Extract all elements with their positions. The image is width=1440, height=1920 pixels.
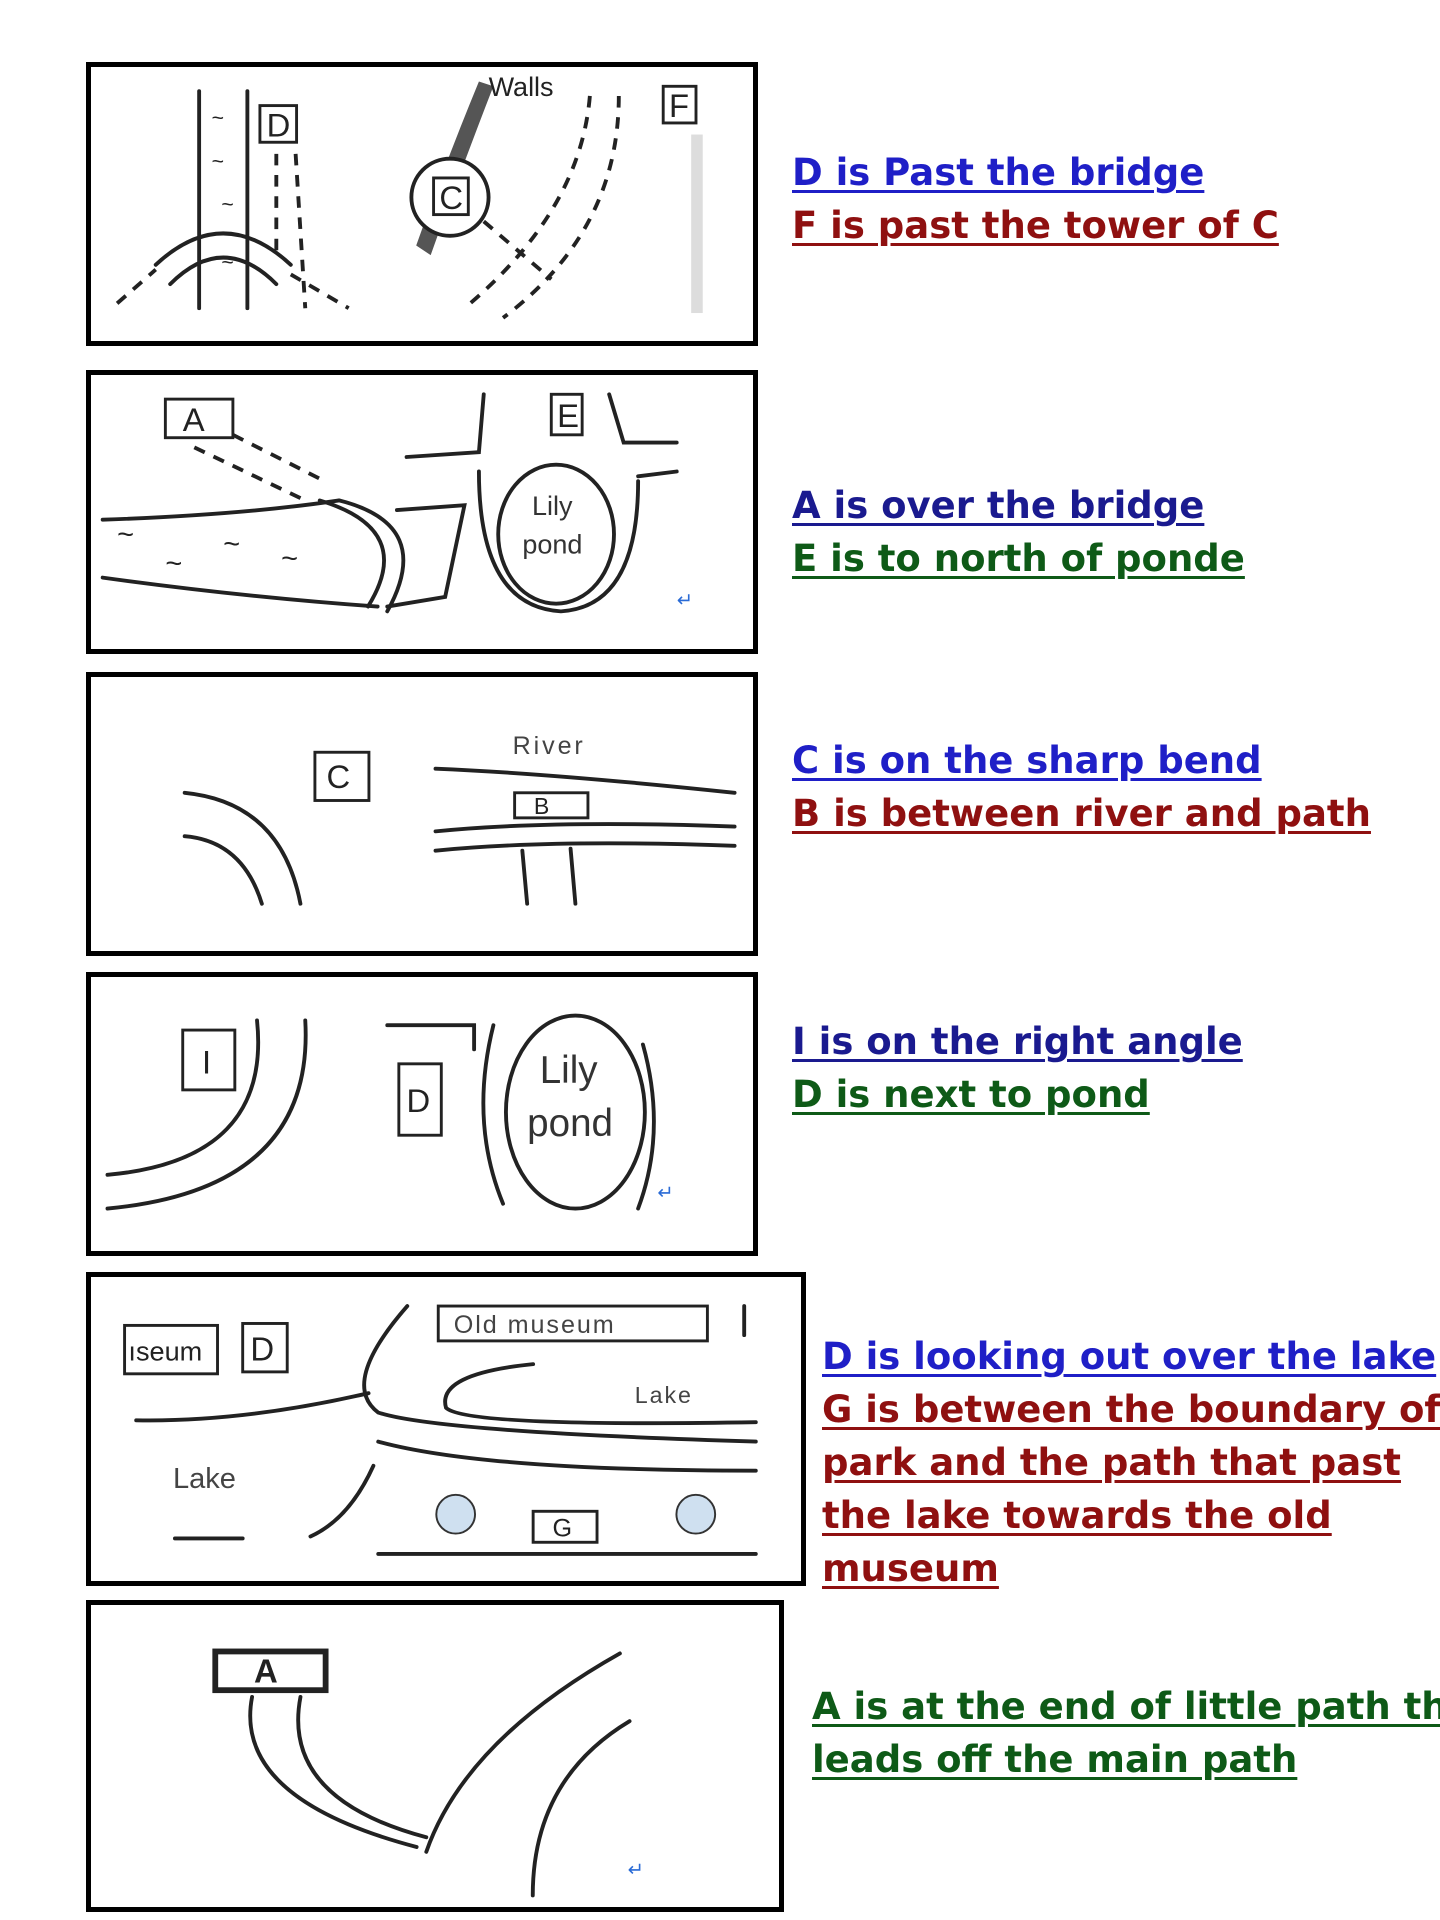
svg-text:~: ~ (117, 519, 134, 551)
map-label-lily: Lily (540, 1049, 599, 1092)
map-drawing-6: A ↵ (212, 1648, 644, 1898)
svg-text:~: ~ (212, 107, 224, 130)
map-label-d: D (250, 1330, 274, 1367)
caption-2-line-2: E is to north of ponde (792, 537, 1245, 580)
svg-text:~: ~ (221, 194, 233, 217)
caption-6-line-1: A is at the end of little path that (812, 1685, 1440, 1728)
caption-4-line-1: I is on the right angle (792, 1020, 1243, 1063)
svg-text:~: ~ (281, 543, 298, 575)
caption-5-line-5: museum (822, 1547, 999, 1590)
caption-2-line-1: A is over the bridge (792, 484, 1205, 527)
svg-text:~: ~ (223, 528, 240, 560)
map-label-river: River (513, 732, 586, 760)
map-label-c: C (439, 179, 463, 216)
map-panel-1: ~ ~ ~ ~ D Walls C F (86, 62, 758, 346)
map-label-c: C (326, 758, 350, 795)
svg-text:↵: ↵ (677, 591, 693, 612)
map-label-d: D (407, 1082, 431, 1119)
caption-5-line-1: D is looking out over the lake (822, 1335, 1437, 1378)
map-label-museum-left: ıseum (128, 1335, 202, 1366)
map-label-old-museum: Old museum (454, 1311, 616, 1339)
caption-3-line-1: C is on the sharp bend (792, 739, 1262, 782)
map-label-lily: Lily (532, 491, 573, 521)
map-label-f: F (669, 87, 689, 124)
caption-6-line-2: leads off the main path (812, 1738, 1298, 1781)
map-label-i: I (202, 1043, 211, 1080)
caption-5-line-3: park and the path that past (822, 1441, 1401, 1484)
svg-text:↵: ↵ (628, 1859, 644, 1881)
tree-icon (675, 1493, 717, 1535)
map-panel-6: A ↵ (86, 1600, 784, 1912)
caption-3-line-2: B is between river and path (792, 792, 1371, 835)
caption-5-line-4: the lake towards the old (822, 1494, 1332, 1537)
map-panel-3: C River B (86, 672, 758, 956)
map-label-a: A (254, 1652, 278, 1689)
map-label-lake-left: Lake (173, 1463, 236, 1495)
tree-icon (435, 1493, 477, 1535)
svg-text:~: ~ (212, 150, 224, 173)
map-label-pond: pond (522, 529, 582, 559)
caption-5-line-2: G is between the boundary of (822, 1388, 1440, 1431)
map-drawing-2: A ~ ~ ~ ~ E Lily pond ↵ (100, 392, 693, 614)
caption-4-line-2: D is next to pond (792, 1073, 1150, 1116)
map-panel-2: A ~ ~ ~ ~ E Lily pond ↵ (86, 370, 758, 654)
map-label-lake-right: Lake (635, 1382, 693, 1408)
caption-1-line-1: D is Past the bridge (792, 151, 1205, 194)
map-drawing-3: C River B (182, 732, 737, 906)
map-label-pond: pond (527, 1102, 613, 1145)
map-panel-4: I D Lily pond ↵ (86, 972, 758, 1256)
svg-text:~: ~ (165, 548, 182, 580)
map-drawing-1: ~ ~ ~ ~ D Walls C F (115, 72, 703, 320)
map-panel-5: ıseum D Lake Old museum Lake G (86, 1272, 806, 1586)
map-label-a: A (183, 401, 205, 438)
map-label-d: D (267, 106, 291, 143)
svg-text:~: ~ (221, 252, 233, 275)
map-drawing-5: ıseum D Lake Old museum Lake G (123, 1304, 758, 1556)
map-label-e: E (557, 397, 579, 434)
map-drawing-4: I D Lily pond ↵ (105, 1013, 674, 1211)
map-label-g: G (552, 1514, 572, 1542)
map-label-walls: Walls (489, 72, 554, 102)
svg-text:↵: ↵ (657, 1183, 673, 1204)
map-label-b: B (534, 793, 549, 819)
caption-1-line-2: F is past the tower of C (792, 204, 1279, 247)
